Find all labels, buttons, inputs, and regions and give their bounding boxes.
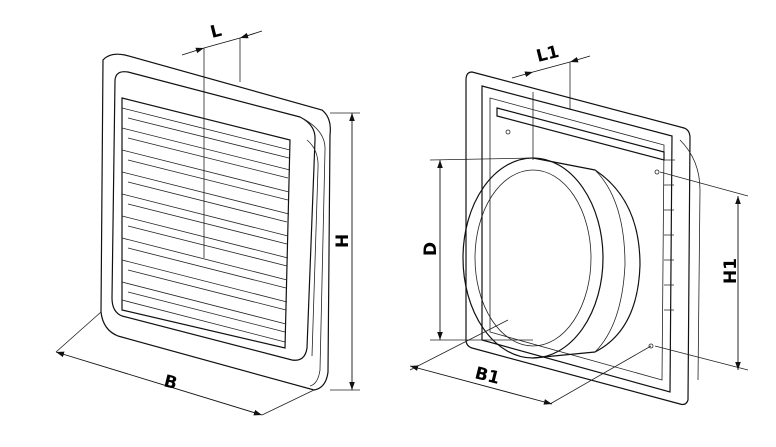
- label-H1: H1: [721, 258, 741, 284]
- label-D: D: [421, 242, 441, 256]
- dimension-L: L: [181, 21, 263, 56]
- louvered-grille: [100, 38, 331, 391]
- dimension-B1: B1: [409, 319, 652, 405]
- louver-slats: [121, 107, 291, 343]
- label-B1: B1: [473, 363, 502, 388]
- dimension-L1: L1: [511, 42, 591, 79]
- label-H: H: [333, 234, 353, 248]
- dimension-D: D: [421, 157, 534, 341]
- dimension-H: H: [330, 112, 360, 391]
- dimension-H1: H1: [654, 171, 749, 371]
- label-L: L: [208, 21, 224, 43]
- label-L1: L1: [534, 42, 561, 67]
- label-B: B: [162, 371, 179, 394]
- spigot-grille: [462, 62, 701, 406]
- dimension-B: B: [55, 311, 315, 416]
